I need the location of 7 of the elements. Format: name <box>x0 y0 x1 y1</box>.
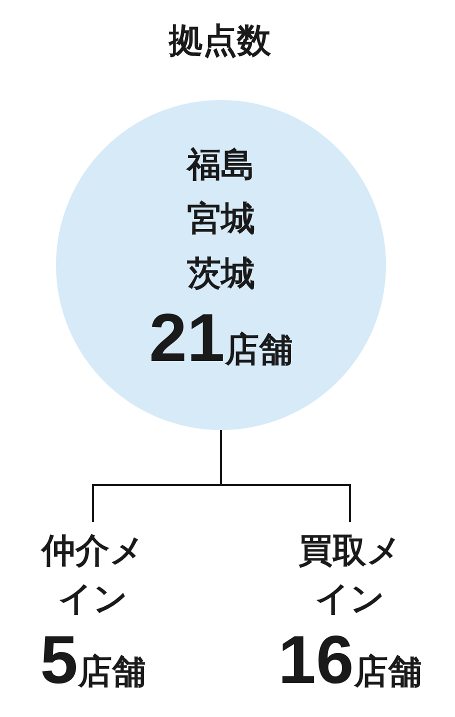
store-count: 16店舗 <box>278 623 422 698</box>
diagram-title: 拠点数 <box>167 20 272 63</box>
region-names: 福島宮城茨城 <box>185 144 256 296</box>
store-count: 5店舗 <box>40 623 146 698</box>
store-type: 買取メイン <box>297 530 402 621</box>
store-type: 仲介メイン <box>40 530 146 621</box>
store-count: 21店舗 <box>149 301 293 376</box>
